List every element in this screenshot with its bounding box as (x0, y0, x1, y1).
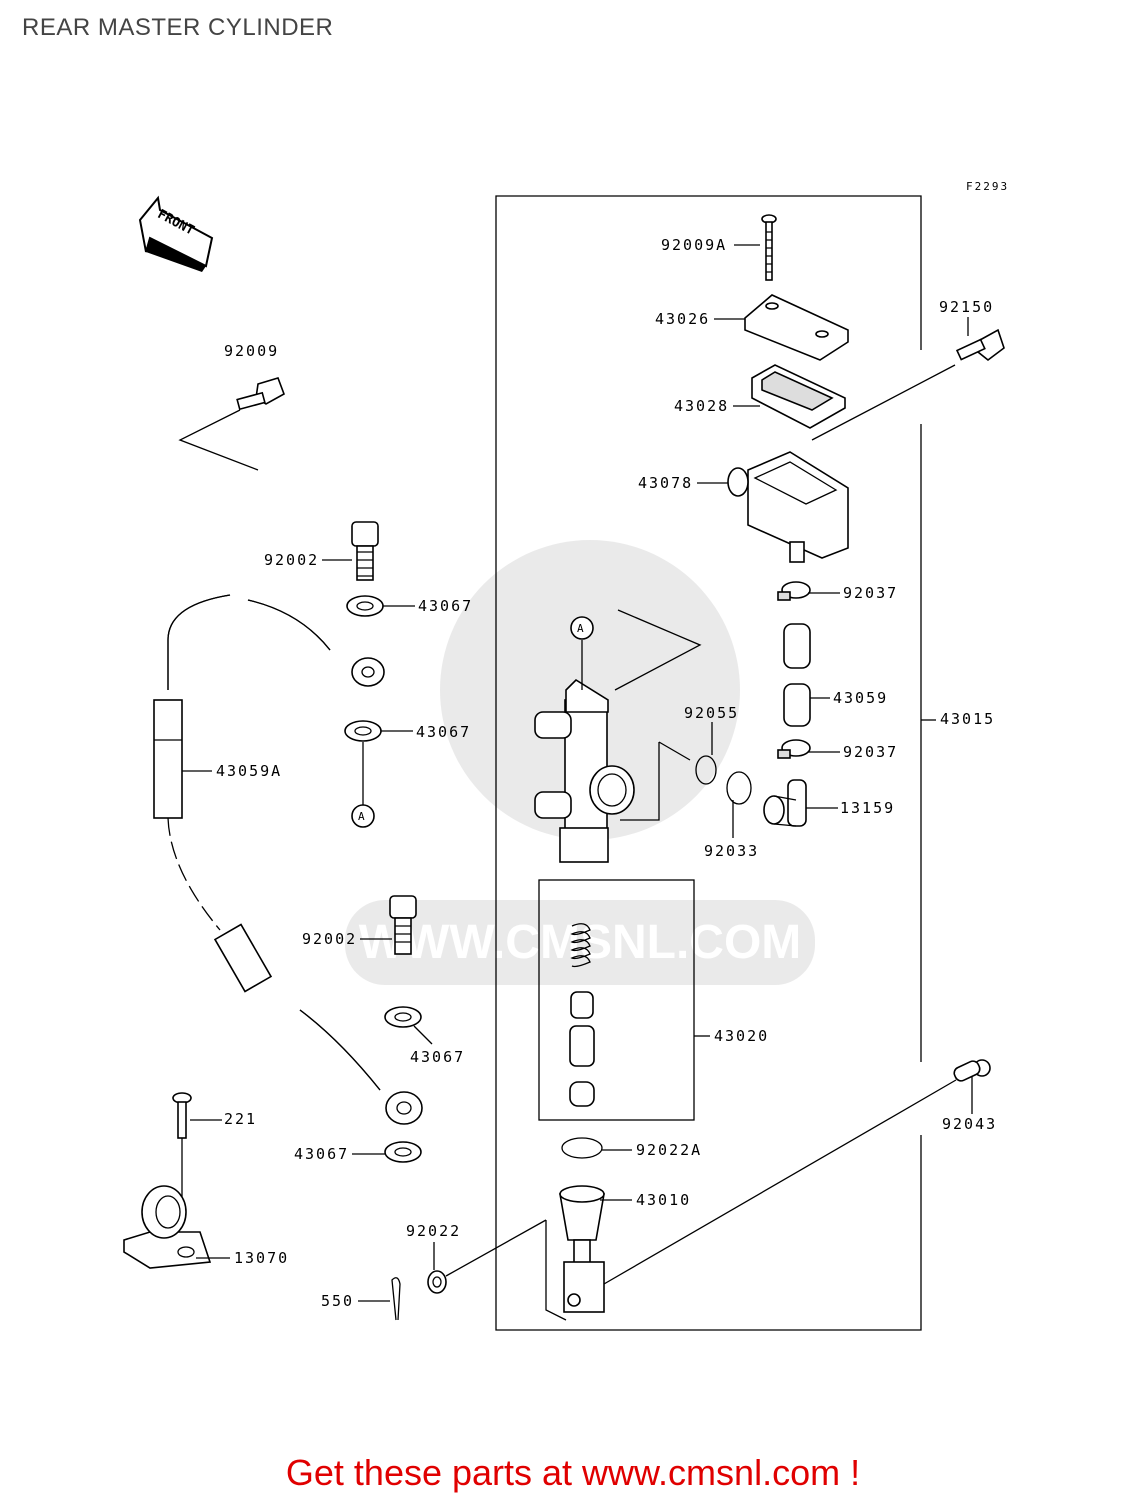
bolt-92009A (761, 214, 777, 281)
front-arrow-icon: FRONT (138, 195, 214, 272)
leader-lines (182, 244, 973, 1302)
label-43028: 43028 (674, 397, 729, 415)
cap-43026 (744, 294, 849, 361)
clamp-92037-a (777, 581, 811, 601)
label-43067-c: 43067 (410, 1048, 465, 1066)
bolt-92150 (955, 328, 1005, 362)
label-43020: 43020 (714, 1027, 769, 1045)
label-92037-b: 92037 (843, 743, 898, 761)
bolt-92009 (236, 377, 285, 411)
svg-text:A: A (577, 622, 586, 635)
circlip-92022A (561, 1137, 603, 1159)
pushrod-43010 (559, 1185, 605, 1313)
banjo-bolt-92002-b (389, 895, 417, 955)
label-43067-b: 43067 (416, 723, 471, 741)
piston-parts (569, 991, 595, 1107)
label-43015: 43015 (940, 710, 995, 728)
label-92043: 92043 (942, 1115, 997, 1133)
ref-code: F2293 (966, 180, 1009, 193)
pin-92043 (953, 1059, 991, 1082)
label-43059: 43059 (833, 689, 888, 707)
brake-hose-43059A (153, 594, 423, 1125)
label-92009A: 92009A (661, 236, 727, 254)
label-13070: 13070 (234, 1249, 289, 1267)
svg-text:A: A (358, 810, 367, 823)
label-43067-a: 43067 (418, 597, 473, 615)
washer-43067-a (346, 595, 384, 617)
label-43078: 43078 (638, 474, 693, 492)
screw-221 (172, 1092, 192, 1139)
diaphragm-43028 (751, 364, 846, 429)
washer-43067-b (344, 720, 382, 742)
label-43067-d: 43067 (294, 1145, 349, 1163)
label-92055: 92055 (684, 704, 739, 722)
parts-diagram: WWW.CMSNL.COM F2293 FRONT (123, 180, 1009, 1331)
label-550: 550 (321, 1292, 354, 1310)
label-92009: 92009 (224, 342, 279, 360)
label-92002-b: 92002 (302, 930, 357, 948)
label-92022A: 92022A (636, 1141, 702, 1159)
label-43059A: 43059A (216, 762, 282, 780)
cta-link[interactable]: Get these parts at www.cmsnl.com ! (285, 1452, 861, 1493)
spring-43020 (570, 923, 591, 968)
bracket-13070 (123, 1185, 212, 1269)
label-92002-a: 92002 (264, 551, 319, 569)
label-13159: 13159 (840, 799, 895, 817)
assembly-frame (495, 195, 936, 1331)
page-title: REAR MASTER CYLINDER (22, 14, 334, 41)
washer-43067-d (384, 1141, 422, 1163)
circlip-92033 (726, 771, 752, 805)
label-43010: 43010 (636, 1191, 691, 1209)
label-221: 221 (224, 1110, 257, 1128)
label-92033: 92033 (704, 842, 759, 860)
clamp-92037-b (777, 739, 811, 759)
label-43026: 43026 (655, 310, 710, 328)
callout-a-top: A (570, 616, 594, 690)
cylinder-body (534, 678, 635, 863)
washer-43067-c (384, 1006, 422, 1028)
cotter-pin-550 (391, 1277, 401, 1321)
banjo-bolt-92002-a (351, 521, 379, 581)
ring-92055 (695, 755, 717, 785)
reservoir-43078 (727, 451, 849, 563)
callout-a-left: A (351, 804, 375, 828)
label-92037-a: 92037 (843, 584, 898, 602)
fitting-13159 (763, 779, 807, 827)
label-92022: 92022 (406, 1222, 461, 1240)
watermark-text: WWW.CMSNL.COM (359, 916, 802, 969)
washer-92022 (427, 1270, 447, 1294)
label-92150: 92150 (939, 298, 994, 316)
hose-43059 (783, 623, 811, 727)
